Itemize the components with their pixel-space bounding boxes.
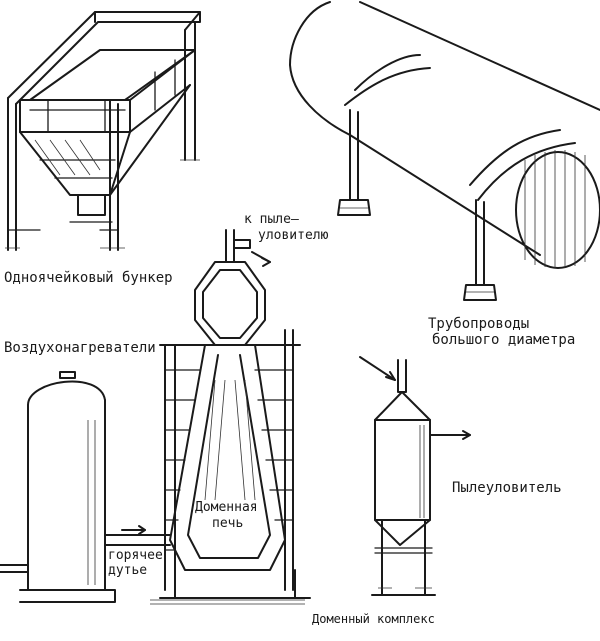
hot-blast-label-line2: дутье: [108, 563, 148, 578]
bunker-sketch: [5, 11, 201, 251]
bunker-label: Одноячейковый бункер: [4, 270, 173, 286]
furnace-label-line1: Доменная: [195, 500, 258, 515]
pipes-label-line1: Трубопроводы: [428, 316, 530, 332]
heaters-label: Воздухонагреватели: [4, 340, 156, 356]
to-collector-label-line2: уловителю: [258, 228, 329, 243]
air-heater-sketch: [0, 371, 171, 603]
complex-label: Доменный комплекс: [312, 612, 435, 626]
pipes-label-line2: большого диаметра: [432, 332, 576, 348]
to-collector-label-line1: к пыле–: [244, 212, 299, 227]
furnace-label-line2: печь: [212, 516, 244, 531]
dust-collector-label: Пылеуловитель: [452, 480, 562, 496]
flow-arrows: [121, 251, 471, 535]
pipeline-sketch: [289, 1, 600, 301]
hot-blast-label-line1: горячее: [108, 548, 163, 563]
blast-furnace-sketch: [150, 229, 311, 605]
dust-collector-sketch: [371, 359, 449, 596]
